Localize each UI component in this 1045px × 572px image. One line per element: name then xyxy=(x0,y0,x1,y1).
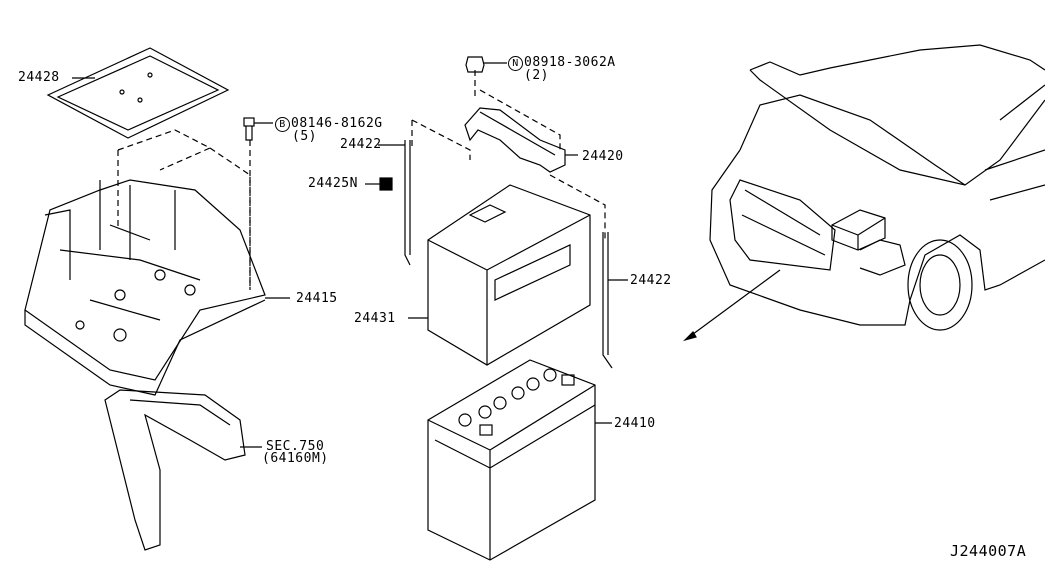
vehicle-location-view xyxy=(682,44,1045,342)
bolt-part-number: 08146-8162G xyxy=(291,116,383,131)
label-24431: 24431 xyxy=(354,311,396,326)
hold-down-bracket-24420 xyxy=(464,107,578,173)
bolt-prefix-circle: B xyxy=(275,117,290,132)
battery-cover-24431 xyxy=(408,184,591,366)
label-24428: 24428 xyxy=(18,70,60,85)
label-24410: 24410 xyxy=(614,416,656,431)
clip-24425n xyxy=(365,177,393,191)
battery-tray-24415 xyxy=(24,179,266,396)
label-sec750-ref: (64160M) xyxy=(262,451,329,466)
nut-part-number: 08918-3062A xyxy=(524,55,616,70)
bolt-icon xyxy=(243,117,273,141)
label-sec750: SEC.750 xyxy=(266,439,325,454)
nut-prefix-circle: N xyxy=(508,56,523,71)
label-24422-right: 24422 xyxy=(630,273,672,288)
label-24425n: 24425N xyxy=(308,176,358,191)
label-nut-qty: (2) xyxy=(524,68,549,83)
leader-dashes xyxy=(117,70,606,290)
hold-down-rod-right xyxy=(602,232,628,369)
bracket-sec750 xyxy=(104,389,246,551)
label-24420: 24420 xyxy=(582,149,624,164)
label-bolt-qty: (5) xyxy=(292,129,317,144)
label-24415: 24415 xyxy=(296,291,338,306)
label-24422-left: 24422 xyxy=(340,137,382,152)
hold-down-rod-left xyxy=(378,140,411,266)
battery-24410 xyxy=(427,359,612,561)
battery-pad-24428 xyxy=(46,47,230,139)
diagram-id: J244007A xyxy=(950,542,1027,560)
nut-icon xyxy=(465,56,507,73)
